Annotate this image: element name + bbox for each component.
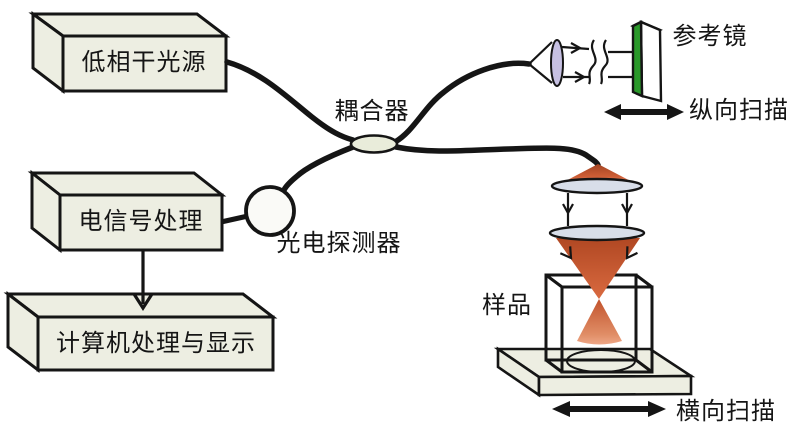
lateral-scan-label: 横向扫描 [676,399,776,425]
longitudinal-scan-label: 纵向扫描 [689,98,789,124]
objective-lens-1 [550,177,644,195]
break-marks [587,39,609,85]
reference-mirror [630,20,663,103]
sample-label: 样品 [482,293,532,319]
focused-beam-upper [556,238,640,299]
coupler-label: 耦合器 [334,99,410,125]
source-label: 低相干光源 [81,50,207,76]
photodetector-label: 光电探测器 [276,231,402,257]
longitudinal-scan-arrow [604,104,684,120]
computer-box [3,290,278,374]
focused-beam-lower [577,299,622,345]
signal-processing-label: 电信号处理 [78,209,204,235]
fiber-coupler-to-detector [281,144,356,193]
sample-arm [493,164,696,417]
collimating-lens [550,39,564,87]
source-box [28,11,231,95]
signal-processing-box [27,169,227,254]
reference-arm [528,20,684,120]
signal-to-computer-arrow [132,250,154,311]
beam-arrowhead-upper [570,42,583,54]
photodetector-circle [244,185,296,237]
detector-to-signal-connector [220,213,249,225]
beam-arrowhead-lower [574,71,587,83]
reference-mirror-label: 参考镜 [672,24,748,50]
fiber-coupler-to-reference [392,60,532,145]
beam-arrowhead-right [621,203,633,216]
fiber-source-to-coupler [224,59,356,143]
coupler-ellipse [349,134,399,154]
fiber-coupler-to-sample [393,144,601,168]
objective-lens-2 [548,224,646,242]
cone-arrowhead-left [559,246,573,260]
cone-arrowhead-right [625,246,638,260]
beam-arrowhead-left [562,203,574,216]
computer-label: 计算机处理与显示 [56,331,256,357]
lateral-scan-arrow [552,401,666,417]
